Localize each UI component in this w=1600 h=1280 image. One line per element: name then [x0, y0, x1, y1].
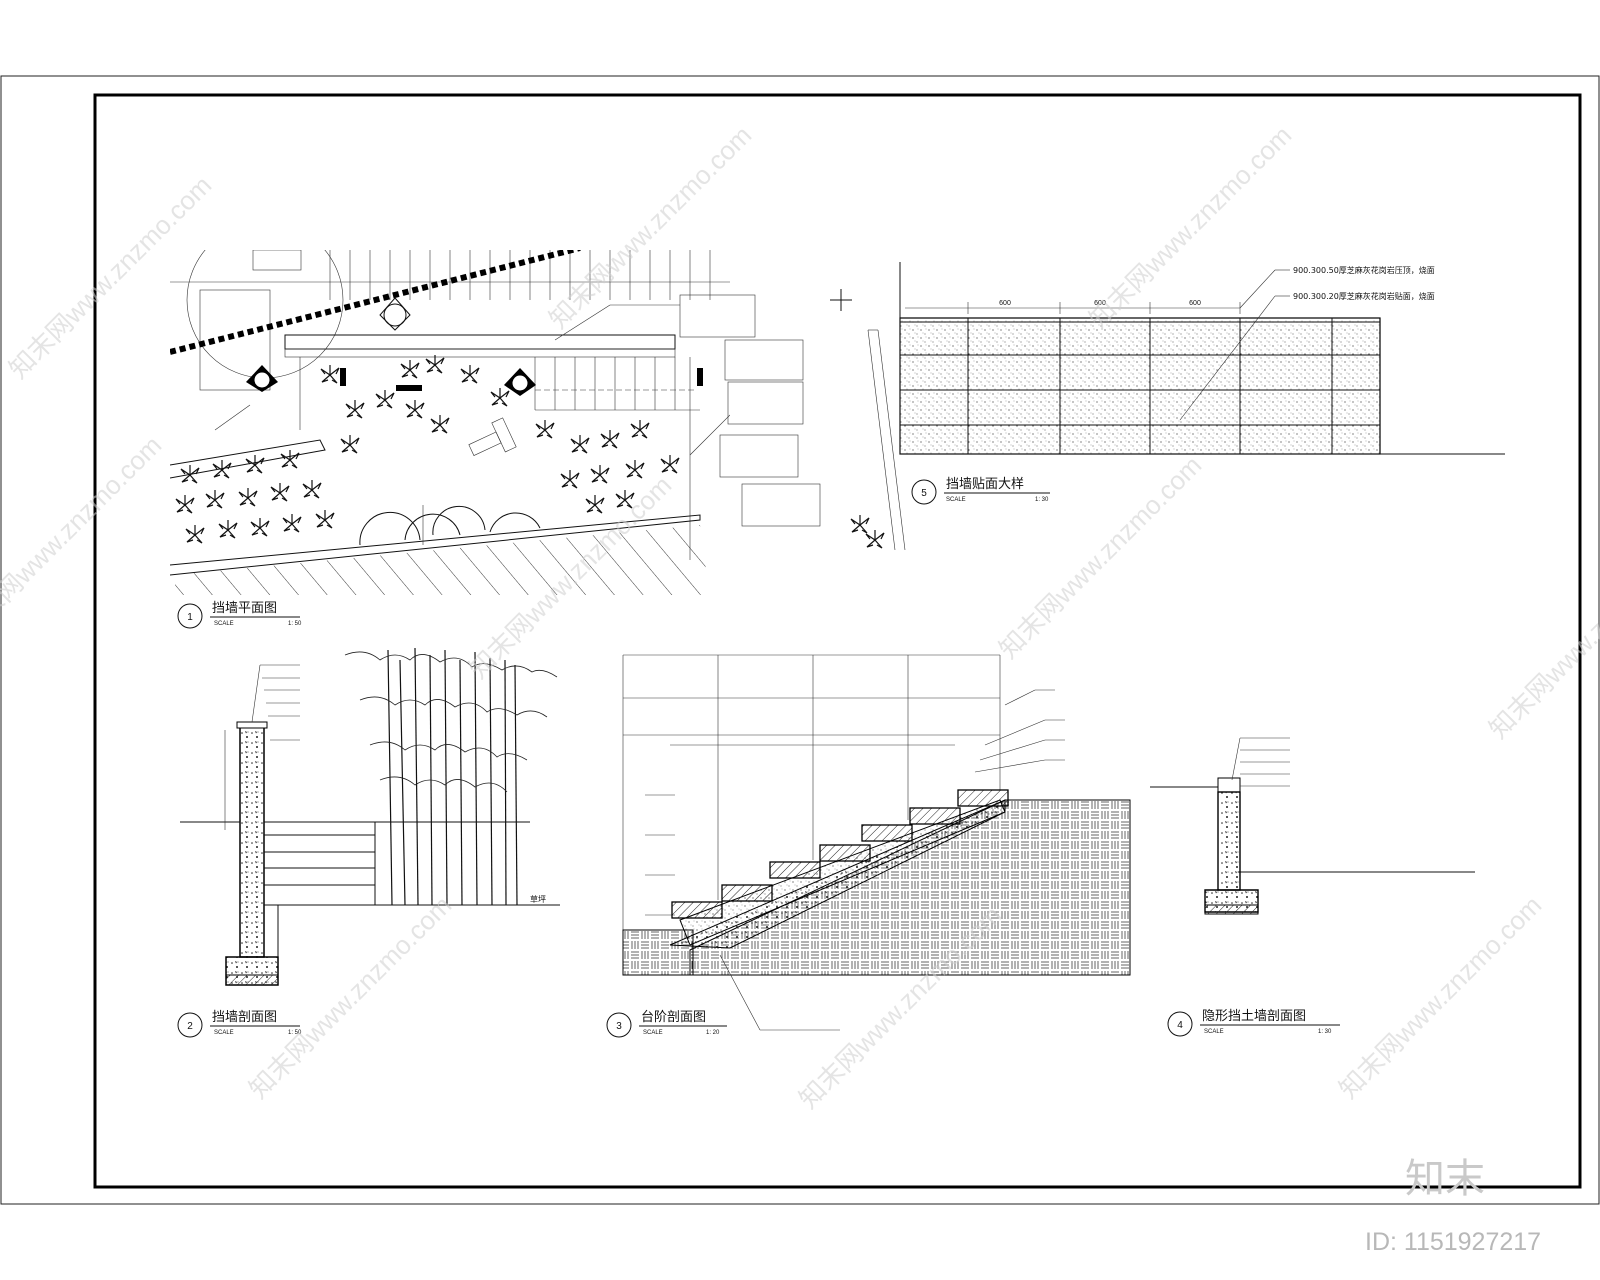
inner-frame [93, 93, 1582, 1189]
drawing-number-4: 4 [1177, 1020, 1183, 1031]
watermark-10: 知末网www.znzmo.com [1333, 890, 1547, 1104]
title-block-1: 1 挡墙平面图 SCALE 1: 50 [177, 601, 302, 629]
drawing-title-1: 挡墙平面图 [212, 601, 277, 616]
scale-label-3: SCALE [643, 1030, 663, 1036]
drawing-4-hidden-wall-section [1150, 737, 1475, 915]
lawn-label: 草坪 [530, 894, 546, 904]
outer-border [0, 75, 1600, 1205]
drawing-3-step-section [622, 654, 1131, 1031]
scale-label-1: SCALE [214, 621, 234, 627]
drawing-title-3: 台阶剖面图 [641, 1010, 706, 1025]
drawing-number-3: 3 [616, 1021, 622, 1032]
scale-value-3: 1: 20 [706, 1030, 720, 1036]
scale-value-5: 1: 30 [1035, 497, 1049, 503]
scale-value-1: 1: 50 [288, 621, 302, 627]
scale-label-2: SCALE [214, 1030, 234, 1036]
title-block-4: 4 隐形挡土墙剖面图 SCALE 1: 30 [1167, 1009, 1340, 1037]
drawing-number-5: 5 [921, 488, 927, 499]
drawing-title-5: 挡墙贴面大样 [946, 477, 1024, 492]
watermark-2: 知末网www.znzmo.com [543, 120, 757, 334]
scale-value-2: 1: 50 [288, 1030, 302, 1036]
title-block-2: 2 挡墙剖面图 SCALE 1: 50 [177, 1010, 302, 1038]
dim-2: 600 [1094, 300, 1106, 307]
scale-value-4: 1: 30 [1318, 1029, 1332, 1035]
watermark-1: 知末网www.znzmo.com [3, 170, 217, 384]
drawing-title-2: 挡墙剖面图 [212, 1010, 277, 1025]
drawing-5-facade-detail: 600 600 600 900.300.50厚芝麻灰花岗岩压顶，烧面 900.3… [830, 262, 1505, 455]
dim-3: 600 [1189, 300, 1201, 307]
scale-label-4: SCALE [1204, 1029, 1224, 1035]
scale-label-5: SCALE [946, 497, 966, 503]
drawing-1-plan [170, 250, 906, 595]
dim-1: 600 [999, 300, 1011, 307]
watermark-4: 知末网www.znzmo.com [0, 430, 167, 644]
elevation-note-2: 900.300.20厚芝麻灰花岗岩贴面，烧面 [1293, 291, 1435, 301]
watermark-8: 知末网www.znzmo.com [243, 890, 457, 1104]
drawing-number-1: 1 [187, 612, 193, 623]
drawing-number-2: 2 [187, 1021, 193, 1032]
watermark-7: 知末网www.znzmo.com [1483, 530, 1600, 744]
drawing-2-wall-section: 草坪 [180, 647, 560, 986]
elevation-note-1: 900.300.50厚芝麻灰花岗岩压顶，烧面 [1293, 265, 1435, 275]
title-block-5: 5 挡墙贴面大样 SCALE 1: 30 [911, 477, 1050, 505]
drawing-title-4: 隐形挡土墙剖面图 [1202, 1009, 1306, 1024]
brand-logo: 知末 [1405, 1156, 1485, 1202]
id-text: ID: 1151927217 [1365, 1228, 1541, 1256]
watermark-6: 知末网www.znzmo.com [993, 450, 1207, 664]
title-block-3: 3 台阶剖面图 SCALE 1: 20 [606, 1010, 727, 1038]
